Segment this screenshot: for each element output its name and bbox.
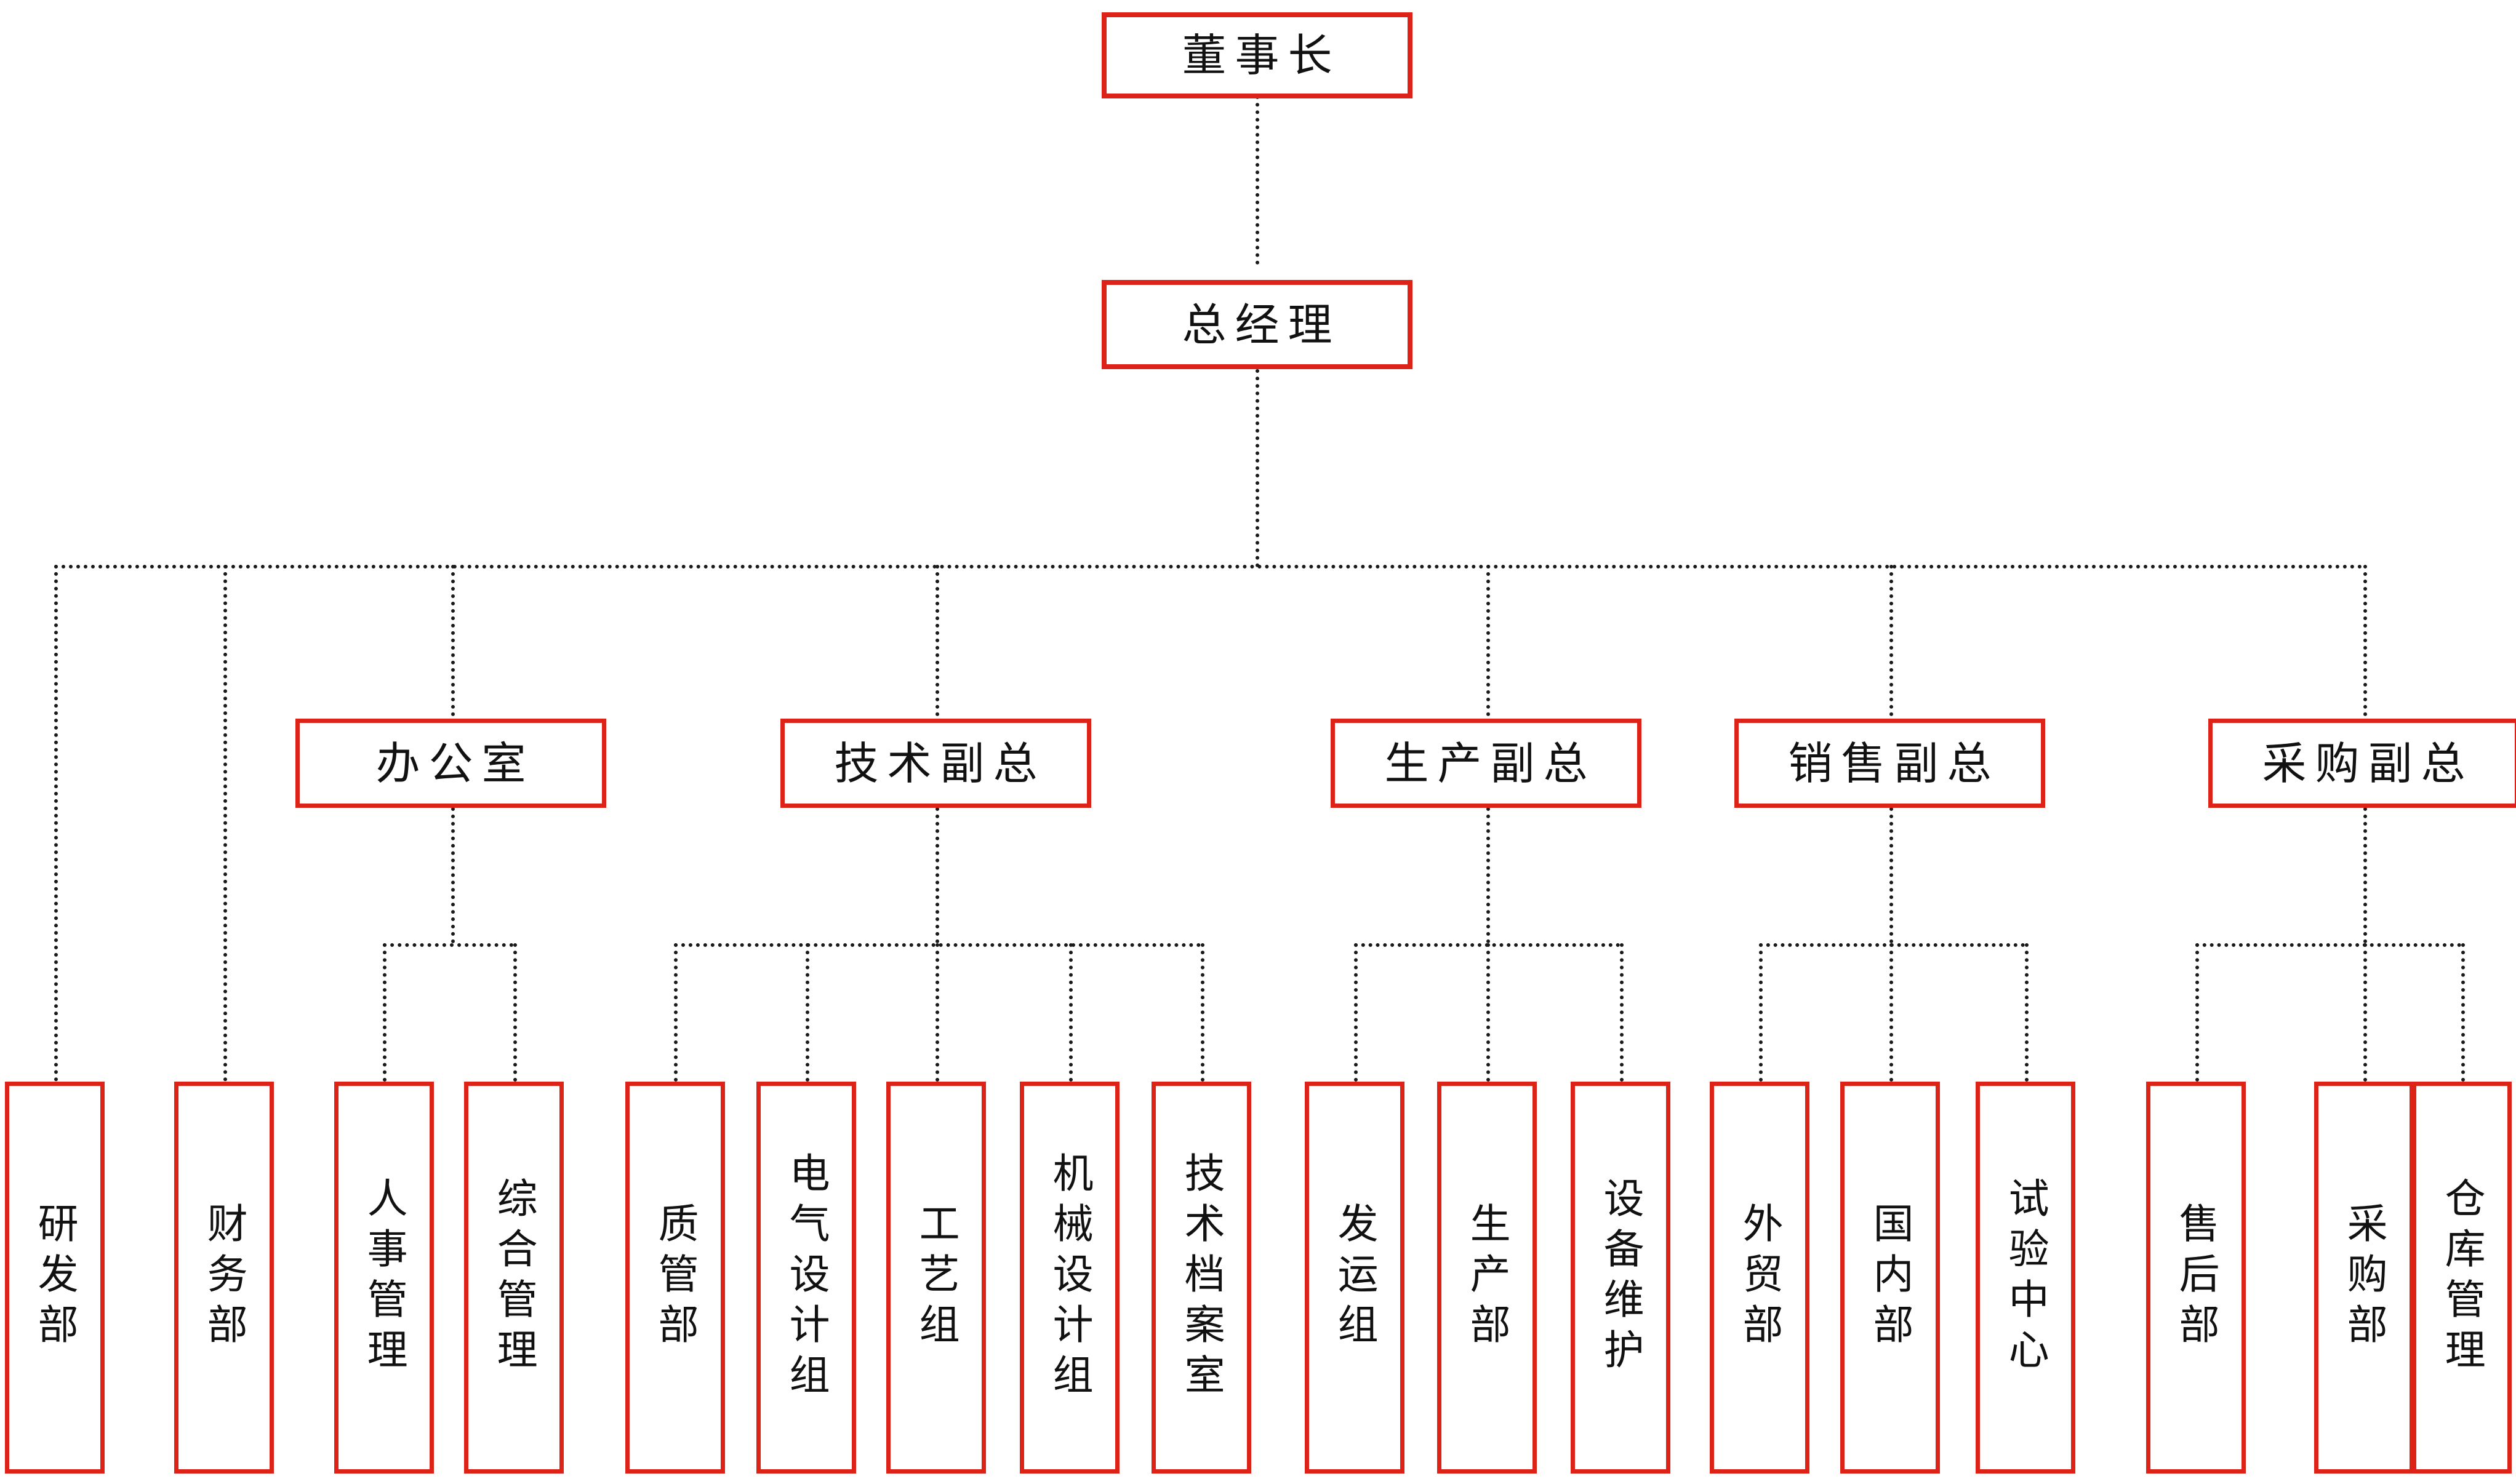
node-quality-dept-label: 质管部 — [651, 1202, 699, 1354]
node-chairman[interactable]: 董事长 — [1102, 12, 1412, 98]
connector-tech-vp-stem — [935, 807, 939, 943]
node-tech-vp-label: 技术副总 — [834, 737, 1046, 789]
connector-purchasing-vp-stem — [2363, 807, 2367, 943]
node-purchasing-vp-label: 采购副总 — [2262, 737, 2474, 789]
connector-sales-vp-stem — [1889, 807, 1893, 943]
node-warehouse-mgmt-label: 仓库管理 — [2438, 1176, 2486, 1379]
node-shipping-group[interactable]: 发运组 — [1305, 1082, 1404, 1474]
node-purchasing-vp[interactable]: 采购副总 — [2208, 719, 2516, 808]
node-testing-center[interactable]: 试验中心 — [1976, 1082, 2075, 1474]
node-production-vp-label: 生产副总 — [1384, 737, 1597, 789]
node-purchasing-dept-label: 采购部 — [2340, 1202, 2388, 1354]
connector-tech-vp-to-process — [935, 943, 939, 1082]
connector-bus-to-office — [451, 565, 455, 716]
node-finance-dept-label: 财务部 — [200, 1202, 248, 1354]
connector-tech-vp-to-archives — [1201, 943, 1204, 1082]
connector-bus-to-tech-vp — [935, 565, 939, 716]
node-hr-mgmt-label: 人事管理 — [360, 1176, 408, 1379]
node-tech-archives-label: 技术档案室 — [1177, 1151, 1225, 1404]
connector-bus-to-production-vp — [1486, 565, 1490, 716]
node-domestic-dept-label: 国内部 — [1866, 1202, 1914, 1354]
connector-purchasing-vp-to-after-sales — [2195, 943, 2199, 1082]
node-shipping-group-label: 发运组 — [1331, 1202, 1379, 1354]
connector-office-to-hr — [383, 943, 387, 1082]
connector-production-vp-to-production-dept — [1486, 943, 1490, 1082]
node-rd-dept-label: 研发部 — [31, 1202, 79, 1354]
connector-purchasing-vp-to-purchasing-dept — [2363, 943, 2367, 1082]
node-quality-dept[interactable]: 质管部 — [625, 1082, 725, 1474]
node-tech-archives[interactable]: 技术档案室 — [1152, 1082, 1251, 1474]
connector-production-vp-to-equipment — [1620, 943, 1624, 1082]
node-office-label: 办公室 — [375, 737, 535, 789]
connector-sales-vp-to-foreign-trade — [1759, 943, 1763, 1082]
node-foreign-trade-dept[interactable]: 外贸部 — [1710, 1082, 1809, 1474]
connector-bus-to-purchasing-vp — [2363, 565, 2367, 716]
node-purchasing-dept[interactable]: 采购部 — [2314, 1082, 2414, 1474]
connector-tech-vp-to-mechanical — [1069, 943, 1073, 1082]
node-electrical-design-group[interactable]: 电气设计组 — [756, 1082, 856, 1474]
connector-bus-to-finance — [223, 565, 227, 1082]
node-office[interactable]: 办公室 — [295, 719, 606, 808]
node-production-dept-label: 生产部 — [1463, 1202, 1511, 1354]
node-process-group[interactable]: 工艺组 — [886, 1082, 986, 1474]
connector-chairman-to-gm — [1256, 95, 1259, 265]
node-tech-vp[interactable]: 技术副总 — [780, 719, 1091, 808]
node-rd-dept[interactable]: 研发部 — [5, 1082, 105, 1474]
node-after-sales-dept[interactable]: 售后部 — [2146, 1082, 2246, 1474]
connector-tech-vp-to-quality — [674, 943, 678, 1082]
connector-sales-vp-to-testing — [2025, 943, 2029, 1082]
node-general-mgmt-label: 综合管理 — [490, 1176, 538, 1379]
node-domestic-dept[interactable]: 国内部 — [1840, 1082, 1940, 1474]
node-after-sales-dept-label: 售后部 — [2172, 1202, 2220, 1354]
node-production-vp[interactable]: 生产副总 — [1331, 719, 1641, 808]
node-production-dept[interactable]: 生产部 — [1437, 1082, 1537, 1474]
connector-purchasing-vp-bar — [2195, 943, 2461, 947]
connector-office-bar — [383, 943, 513, 947]
connector-tech-vp-to-electrical — [806, 943, 809, 1082]
connector-gm-to-bus — [1256, 369, 1259, 567]
node-general-manager-label: 总经理 — [1182, 298, 1341, 351]
node-general-manager[interactable]: 总经理 — [1102, 280, 1412, 369]
connector-office-to-general-mgmt — [513, 943, 517, 1082]
connector-bus-to-rd — [54, 565, 58, 1082]
node-mechanical-design-group[interactable]: 机械设计组 — [1020, 1082, 1120, 1474]
node-sales-vp[interactable]: 销售副总 — [1734, 719, 2045, 808]
connector-sales-vp-to-domestic — [1889, 943, 1893, 1082]
node-foreign-trade-dept-label: 外贸部 — [1736, 1202, 1784, 1354]
node-process-group-label: 工艺组 — [912, 1202, 960, 1354]
node-mechanical-design-group-label: 机械设计组 — [1046, 1151, 1094, 1404]
connector-office-stem — [451, 807, 455, 943]
connector-production-vp-to-shipping — [1354, 943, 1358, 1082]
node-warehouse-mgmt[interactable]: 仓库管理 — [2412, 1082, 2512, 1474]
node-finance-dept[interactable]: 财务部 — [174, 1082, 274, 1474]
node-equipment-maintenance-label: 设备维护 — [1597, 1176, 1645, 1379]
node-sales-vp-label: 销售副总 — [1788, 737, 2000, 789]
connector-production-vp-stem — [1486, 807, 1490, 943]
node-equipment-maintenance[interactable]: 设备维护 — [1571, 1082, 1670, 1474]
connector-main-bus — [54, 565, 2363, 568]
node-chairman-label: 董事长 — [1182, 30, 1341, 81]
node-testing-center-label: 试验中心 — [2001, 1176, 2049, 1379]
connector-purchasing-vp-to-warehouse — [2461, 943, 2465, 1082]
node-electrical-design-group-label: 电气设计组 — [782, 1151, 830, 1404]
node-hr-mgmt[interactable]: 人事管理 — [334, 1082, 434, 1474]
node-general-mgmt[interactable]: 综合管理 — [464, 1082, 564, 1474]
connector-bus-to-sales-vp — [1889, 565, 1893, 716]
